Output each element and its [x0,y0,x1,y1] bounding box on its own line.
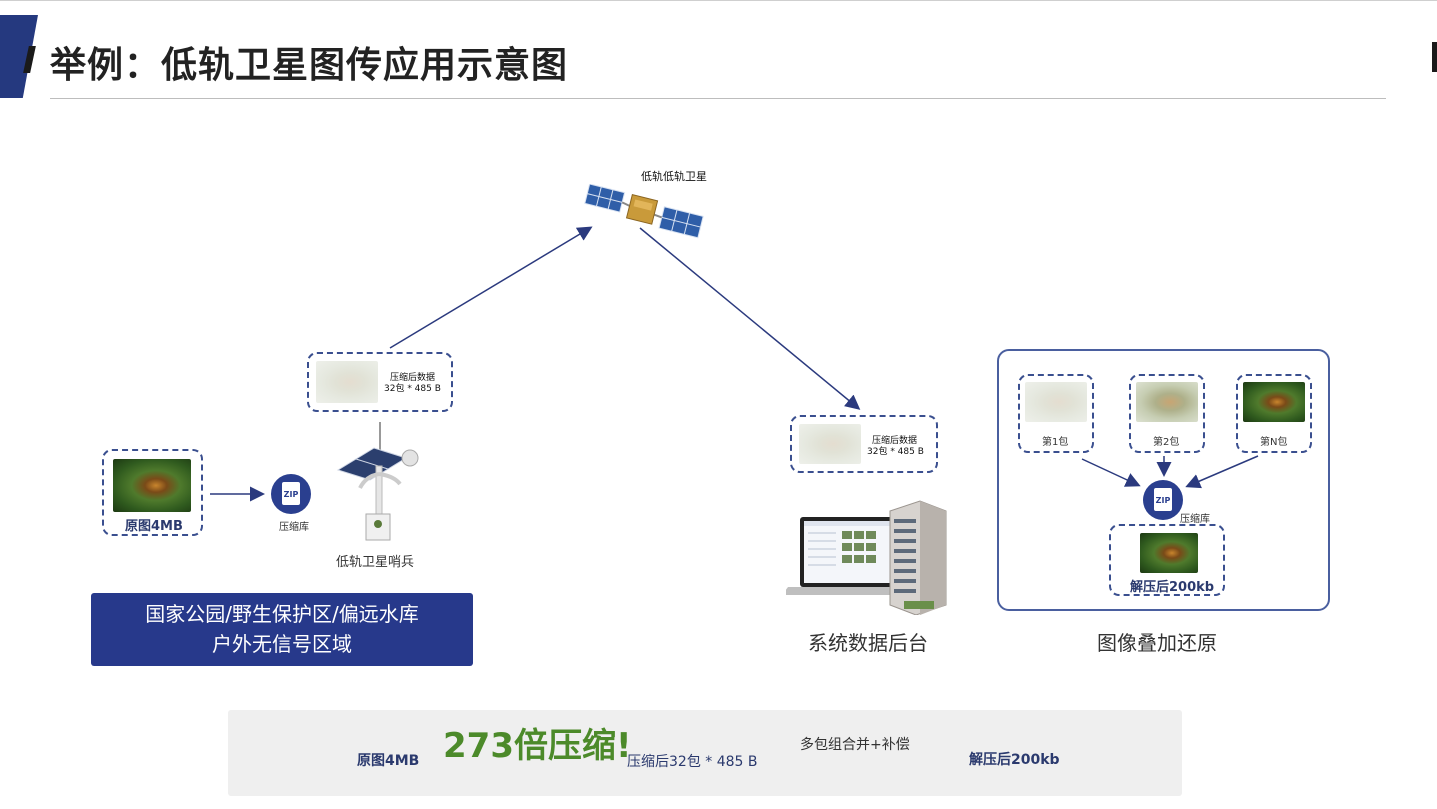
region-line-2: 户外无信号区域 [212,632,352,656]
satellite-icon [584,184,704,239]
zip-icon: ZIP [271,474,311,514]
summary-start: 原图4MB [357,753,420,769]
region-line-1: 国家公园/野生保护区/偏远水库 [145,602,419,626]
zip-library-label: 压缩库 [279,522,309,533]
region-banner: 国家公园/野生保护区/偏远水库 户外无信号区域 [91,593,473,666]
restore-label: 图像叠加还原 [1097,631,1217,655]
satellite-label: 低轨低轨卫星 [641,170,707,183]
packet-label-2: 第2包 [1153,437,1180,448]
zip-icon: ZIP [1143,480,1183,520]
summary-panel [228,710,1182,796]
title-divider [50,98,1386,99]
packet-photo-1 [1025,382,1087,422]
packet-photo-2 [1136,382,1198,422]
top-divider [0,0,1437,1]
restore-panel [997,349,1330,611]
packet-photo-n [1243,382,1305,422]
decompressed-photo [1140,533,1198,573]
compressed-data-title: 压缩后数据 [390,373,436,383]
packet-label-1: 第1包 [1042,437,1069,448]
edge-tick-mark [1432,42,1437,72]
uplink-arrow [389,226,593,349]
summary-merge: 多包组合并+补偿 [800,737,910,753]
sentinel-label: 低轨卫星哨兵 [336,555,415,570]
packet1-arrow [1081,458,1141,487]
original-photo [113,459,191,512]
compressed-photo-thumbnail [316,361,378,403]
compressed-data-size: 32包 * 485 B [867,447,924,457]
compressed-photo-thumbnail [799,424,861,464]
compressed-data-size: 32包 * 485 B [384,384,441,394]
solar-pole-station-icon [336,422,419,541]
summary-middle: 压缩后32包 * 485 B [627,754,758,770]
compression-ratio: 273倍压缩! [443,726,632,766]
decompressed-label: 解压后200kb [1130,580,1215,595]
compressed-data-title: 压缩后数据 [872,436,918,446]
backend-label: 系统数据后台 [808,631,928,655]
downlink-arrow [639,227,861,410]
page-title: 举例：低轨卫星图传应用示意图 [50,45,569,86]
summary-end: 解压后200kb [969,752,1060,768]
packet-label-n: 第N包 [1260,437,1288,448]
packetN-arrow [1185,455,1259,489]
original-image-label: 原图4MB [125,519,183,534]
laptop-building-icon [786,500,947,615]
restore-zip-label: 压缩库 [1180,514,1210,525]
